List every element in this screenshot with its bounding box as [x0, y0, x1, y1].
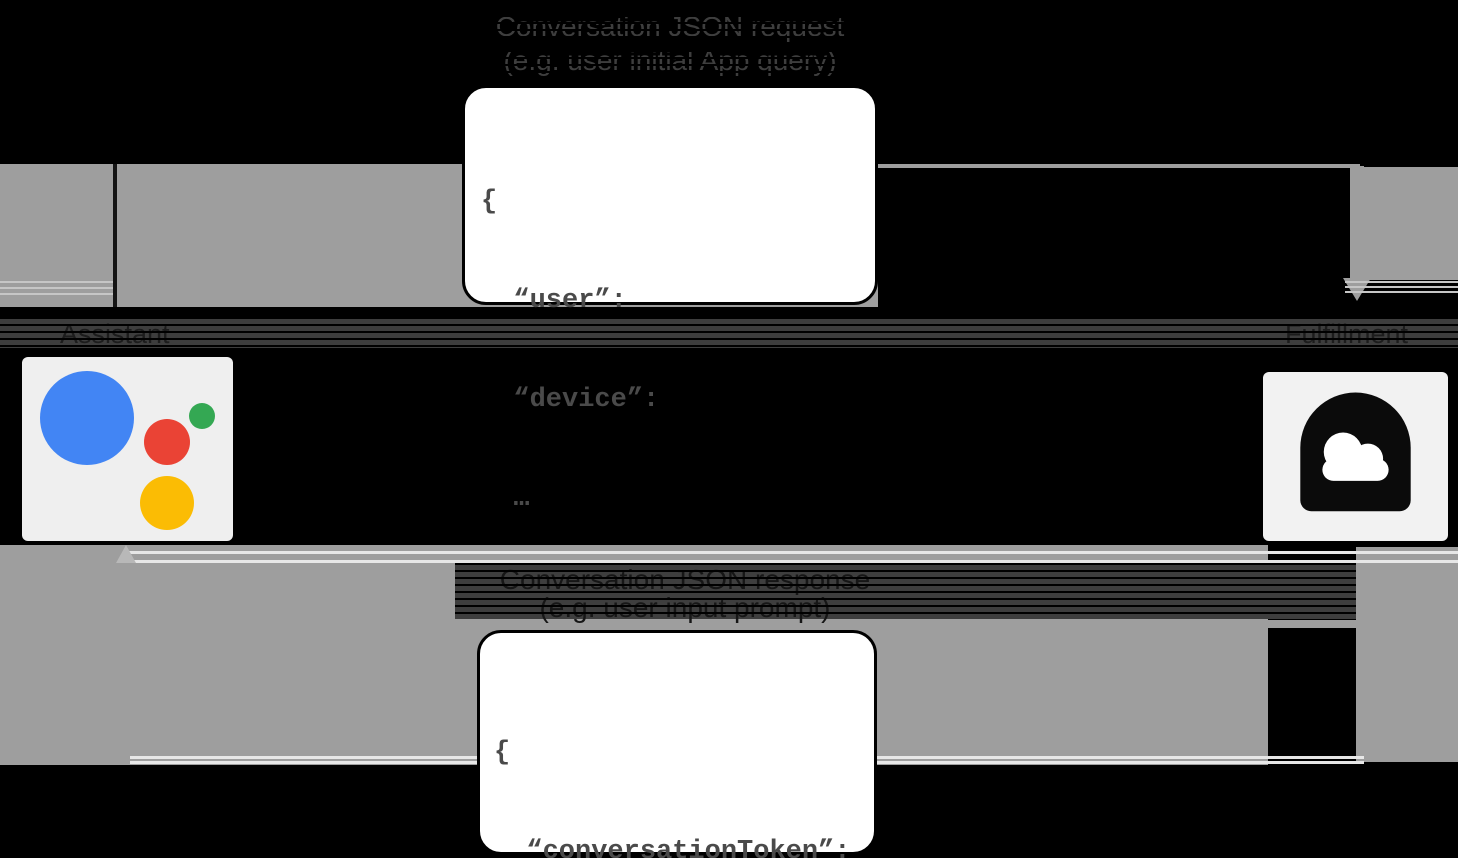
request-arrow-down-segment: [1350, 166, 1364, 280]
request-arrowhead: [1343, 278, 1371, 301]
code-line: …: [481, 484, 530, 514]
request-label-line2: (e.g. user initial App query): [503, 45, 837, 76]
response-line-top: [126, 551, 1458, 554]
artifact-line: [1345, 281, 1458, 283]
request-arrow-right-block: [1353, 167, 1458, 280]
cloud-icon: [1300, 392, 1411, 512]
artifact-line: [1345, 291, 1458, 293]
response-line-top2: [126, 560, 1458, 563]
request-arrow-top-line: [860, 164, 1360, 168]
artifact-line: [1345, 286, 1458, 288]
assistant-logo-red-circle: [144, 419, 190, 465]
assistant-logo-green-circle: [189, 403, 215, 429]
code-line: {: [481, 187, 498, 217]
request-label-line1: Conversation JSON request: [495, 11, 845, 42]
fulfillment-card: [1263, 372, 1448, 541]
request-json-box: { “user”: “device”: … }: [462, 85, 878, 613]
code-line: “device”:: [481, 385, 660, 415]
response-json-box: { “conversationToken”: “userStorage”: … …: [477, 630, 877, 858]
assistant-card: [22, 357, 233, 541]
fulfillment-label: Fulfillment: [1285, 319, 1409, 349]
response-arrow-bridge: [1268, 620, 1356, 628]
code-line: “conversationToken”:: [494, 837, 851, 858]
response-arrowhead: [116, 545, 136, 563]
response-label-line1: Conversation JSON response: [499, 564, 871, 595]
endpoint-band: [0, 317, 1458, 348]
assistant-logo-blue-circle: [40, 371, 134, 465]
artifact-line: [0, 293, 113, 295]
artifact-line: [0, 281, 113, 283]
code-line: {: [494, 738, 511, 768]
code-line: “user”:: [481, 286, 627, 316]
assistant-label: Assistant: [60, 319, 170, 349]
response-arrow-right-block: [1356, 547, 1458, 762]
artifact-line: [0, 287, 113, 289]
request-arrow-left-line: [113, 164, 117, 307]
response-label-line2: (e.g. user input prompt): [539, 592, 831, 623]
assistant-logo-yellow-circle: [140, 476, 194, 530]
